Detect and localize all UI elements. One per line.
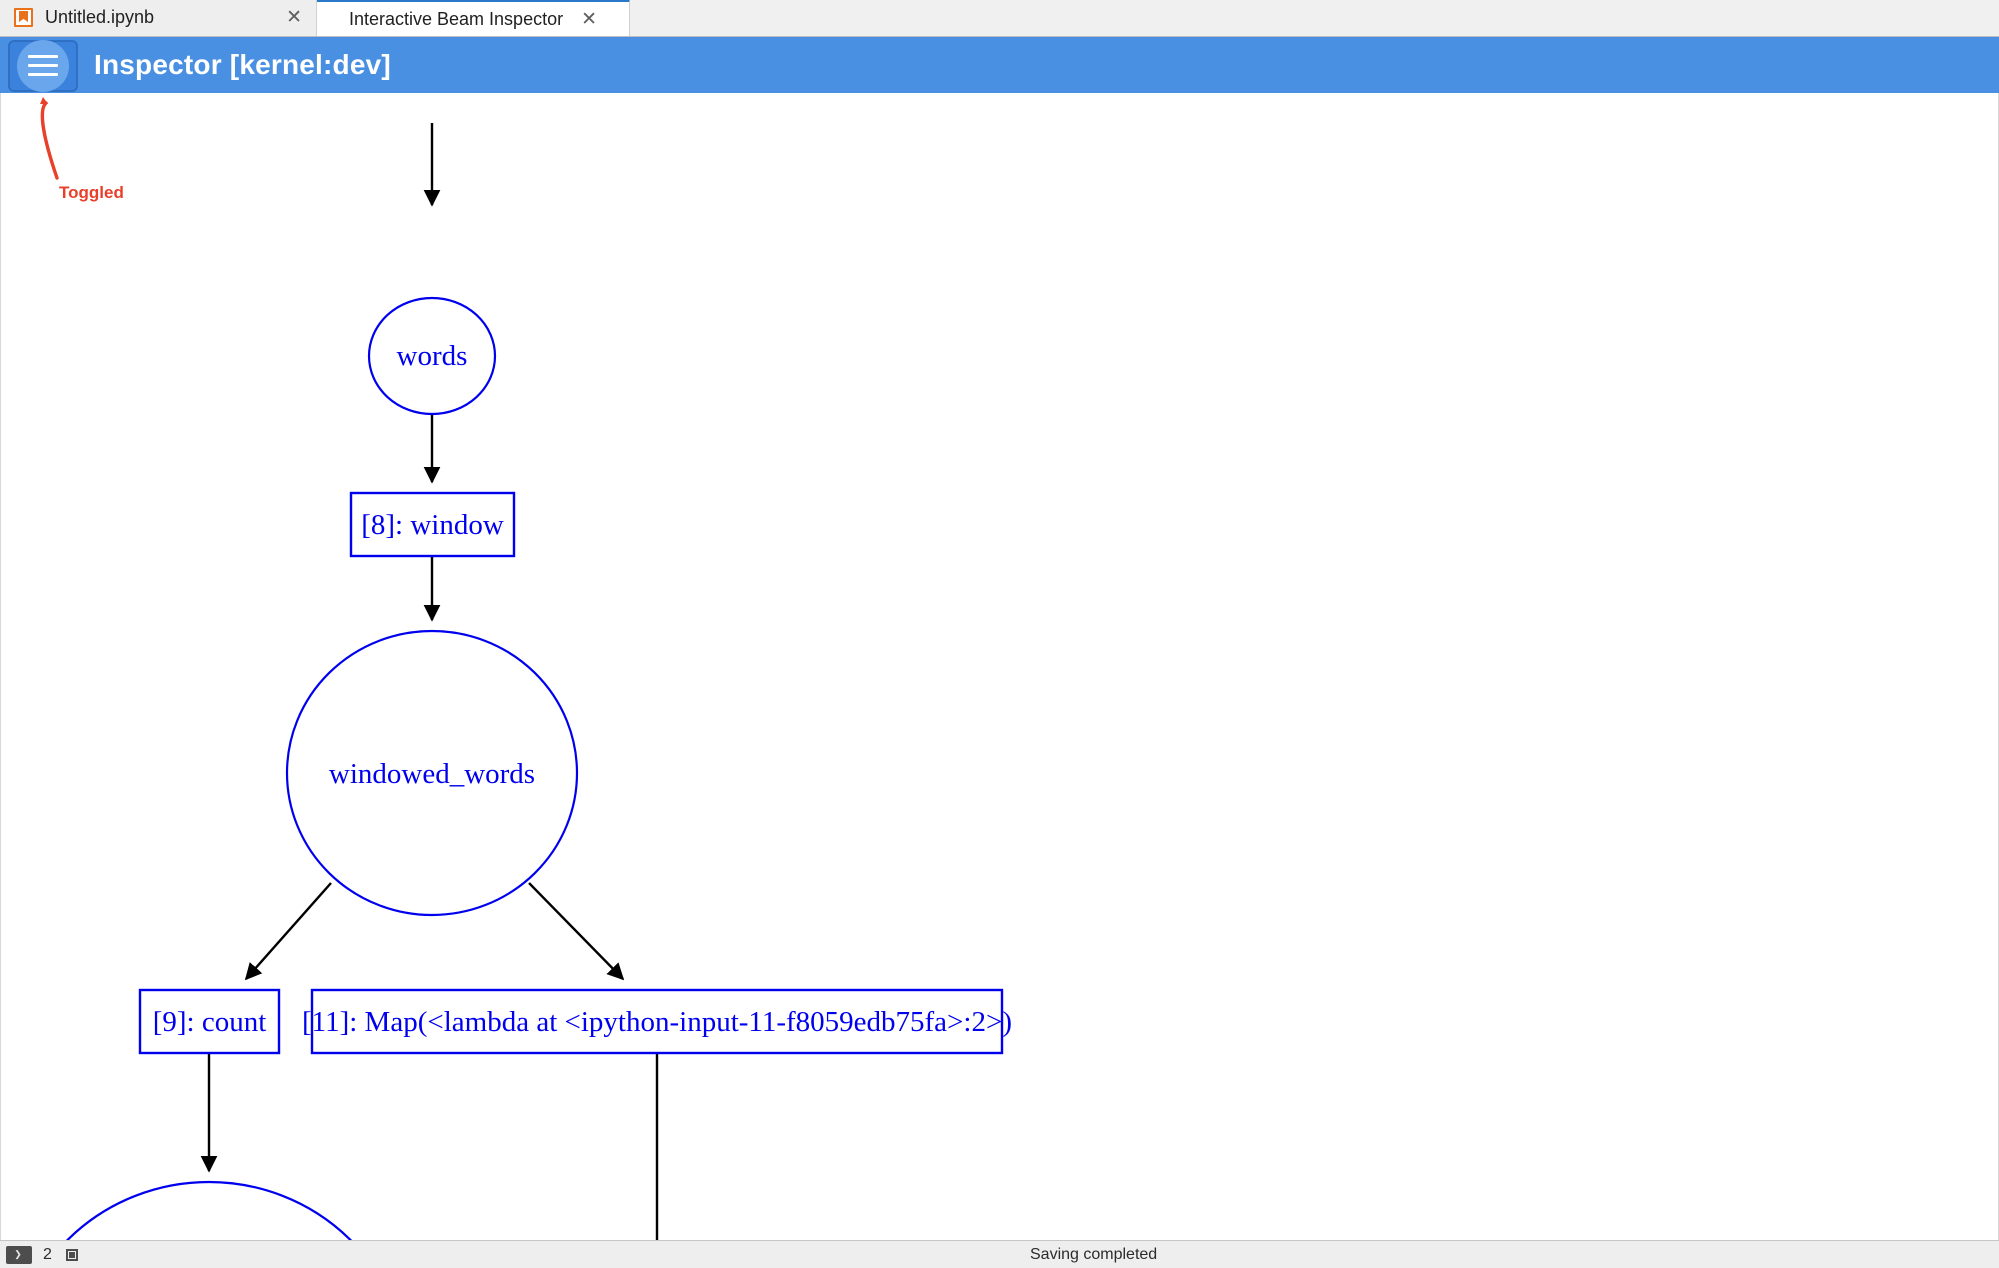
graph-node-label: [11]: Map(<lambda at <ipython-input-11-f… [302, 1006, 1012, 1038]
status-message: Saving completed [1030, 1245, 1158, 1263]
close-icon[interactable]: ✕ [286, 7, 302, 28]
graph-node-count[interactable]: [9]: count [138, 988, 281, 1055]
hamburger-icon [28, 55, 58, 77]
terminal-icon[interactable] [6, 1245, 32, 1264]
tab-untitled-ipynb[interactable]: Untitled.ipynb ✕ [0, 0, 317, 36]
edge-windowed-words-to-map [528, 882, 625, 981]
graph-node-label: [9]: count [153, 1006, 267, 1038]
graph-node-window[interactable]: [8]: window [349, 491, 516, 558]
status-bar-left: 2 [0, 1245, 81, 1264]
inspector-header: Inspector [kernel:dev] [0, 37, 1999, 93]
notebook-icon [14, 8, 33, 27]
kernel-count: 2 [43, 1245, 52, 1263]
edge-windowed-words-to-count [244, 882, 332, 981]
pipeline-graph: words [8]: window windowed_words [9]: co… [11, 123, 1012, 1240]
page-title: Inspector [kernel:dev] [94, 49, 391, 80]
hamburger-menu-button[interactable] [8, 40, 78, 92]
graph-node-map[interactable]: [11]: Map(<lambda at <ipython-input-11-f… [302, 988, 1012, 1055]
graph-node-label: windowed_words [329, 758, 535, 790]
status-bar: 2 Saving completed [0, 1240, 1999, 1268]
graph-nodes: words [8]: window windowed_words [9]: co… [11, 296, 1012, 1240]
kernel-chip-icon[interactable] [63, 1246, 81, 1264]
tab-interactive-beam-inspector[interactable]: Interactive Beam Inspector ✕ [317, 0, 630, 36]
graph-node-label: [8]: window [361, 509, 504, 541]
tab-label: Untitled.ipynb [45, 7, 155, 27]
tab-label: Interactive Beam Inspector [348, 8, 564, 29]
graph-node-windowed-words[interactable]: windowed_words [285, 629, 579, 917]
graph-edges [200, 123, 659, 1240]
graph-canvas[interactable]: words [8]: window windowed_words [9]: co… [0, 93, 1999, 1240]
graph-node-label: words [397, 340, 468, 372]
tab-bar: Untitled.ipynb ✕ Interactive Beam Inspec… [0, 0, 1999, 37]
close-icon[interactable]: ✕ [581, 8, 598, 30]
graph-node-words[interactable]: words [367, 296, 497, 416]
graph-node-windowed-word-counts[interactable]: windowed_word_counts [11, 1180, 407, 1240]
